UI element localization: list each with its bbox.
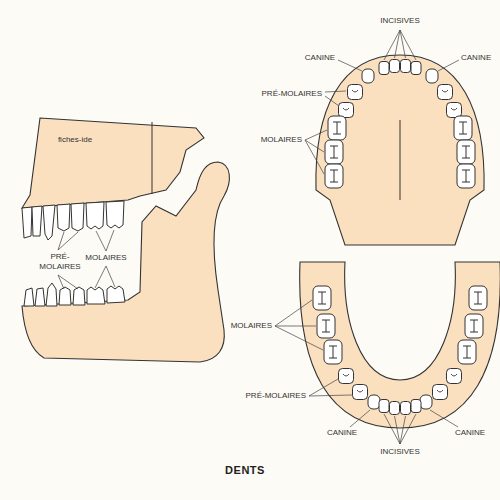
upper-arch-teeth [390, 60, 400, 73]
part-label: PRÉ-MOLAIRES [246, 391, 306, 401]
upper-arch-teeth [438, 85, 453, 100]
lower-arch [275, 262, 500, 444]
lower-arch-teeth [317, 314, 335, 338]
upper-arch-teeth [457, 164, 475, 188]
leader-lines [384, 30, 416, 60]
lower-arch-teeth [465, 314, 483, 338]
part-label: MOLAIRES [261, 135, 302, 145]
upper-teeth [57, 204, 70, 231]
leader-lines [325, 91, 346, 106]
leader-lines [275, 300, 458, 444]
lower-teeth [46, 283, 57, 306]
upper-arch-teeth [411, 62, 421, 75]
lower-arch-teeth [447, 369, 462, 384]
lower-arch-teeth [313, 286, 331, 310]
lower-arch-teeth [353, 385, 368, 400]
palate-midline [400, 120, 401, 200]
upper-arch-teeth [401, 60, 411, 73]
part-label: CANINE [455, 428, 485, 438]
upper-arch-teeth [325, 164, 343, 188]
upper-teeth [22, 207, 32, 238]
upper-arch-teeth [325, 140, 343, 164]
lower-teeth [35, 288, 45, 306]
upper-teeth [22, 201, 124, 240]
upper-teeth [86, 202, 104, 229]
upper-arch-teeth [379, 62, 389, 75]
zygomatic-line [152, 122, 153, 194]
upper-arch [305, 30, 484, 245]
upper-arch-teeth [362, 69, 374, 83]
lower-teeth [73, 287, 85, 305]
part-label: INCISIVES [380, 16, 420, 26]
maxilla [22, 118, 204, 208]
lower-arch-teeth [379, 400, 389, 413]
side-view [22, 118, 229, 362]
upper-teeth [32, 206, 42, 236]
leader-lines [96, 230, 114, 251]
palate [316, 55, 484, 245]
lower-arch-teeth [401, 402, 411, 415]
upper-arch-teeth [328, 116, 346, 140]
part-label: MOLAIRES [231, 321, 272, 331]
leader-lines [430, 410, 458, 427]
part-label: CANINE [305, 53, 335, 63]
leader-lines [309, 379, 352, 396]
leader-lines [95, 266, 115, 288]
lower-teeth [59, 287, 71, 305]
part-label: CANINE [327, 428, 357, 438]
upper-arch-teeth [339, 103, 354, 118]
lower-arch-teeth [324, 340, 342, 364]
lower-arch-teeth [411, 400, 421, 413]
leader-lines [58, 275, 78, 289]
diagram-title: DENTS [225, 464, 265, 476]
lower-arch-teeth [420, 395, 432, 409]
lower-teeth [87, 287, 105, 304]
upper-arch-teeth [426, 69, 438, 83]
leader-lines [305, 30, 459, 174]
leader-lines [338, 60, 362, 71]
part-label: PRÉ-MOLAIRES [262, 89, 322, 99]
lower-arch-teeth [339, 369, 354, 384]
lower-arch-teeth [433, 385, 448, 400]
upper-arch-teeth [457, 140, 475, 164]
leader-lines [350, 410, 370, 427]
mandible-arch [300, 262, 500, 428]
lower-arch-teeth [390, 402, 400, 415]
lower-teeth [24, 288, 34, 306]
lower-arch-teeth [458, 340, 476, 364]
leader-lines [384, 414, 416, 444]
lower-arch-teeth [368, 395, 380, 409]
watermark: fiches-ide [58, 135, 92, 145]
upper-arch-teeth [454, 116, 472, 140]
part-label: MOLAIRES [85, 253, 126, 263]
upper-teeth [106, 201, 124, 228]
upper-arch-teeth [348, 85, 363, 100]
lower-teeth [107, 286, 125, 303]
lower-arch-teeth [469, 286, 487, 310]
upper-teeth [71, 203, 84, 231]
part-label: CANINE [461, 53, 491, 63]
leader-lines [58, 232, 78, 250]
leader-lines [305, 130, 327, 174]
mandible [22, 162, 229, 362]
leader-lines [275, 300, 323, 350]
leader-lines [438, 60, 459, 71]
upper-arch-teeth [447, 103, 462, 118]
part-label: INCISIVES [380, 447, 420, 457]
upper-arch-teeth [325, 60, 475, 189]
part-label: PRÉ- MOLAIRES [36, 252, 84, 271]
upper-teeth [43, 205, 55, 240]
